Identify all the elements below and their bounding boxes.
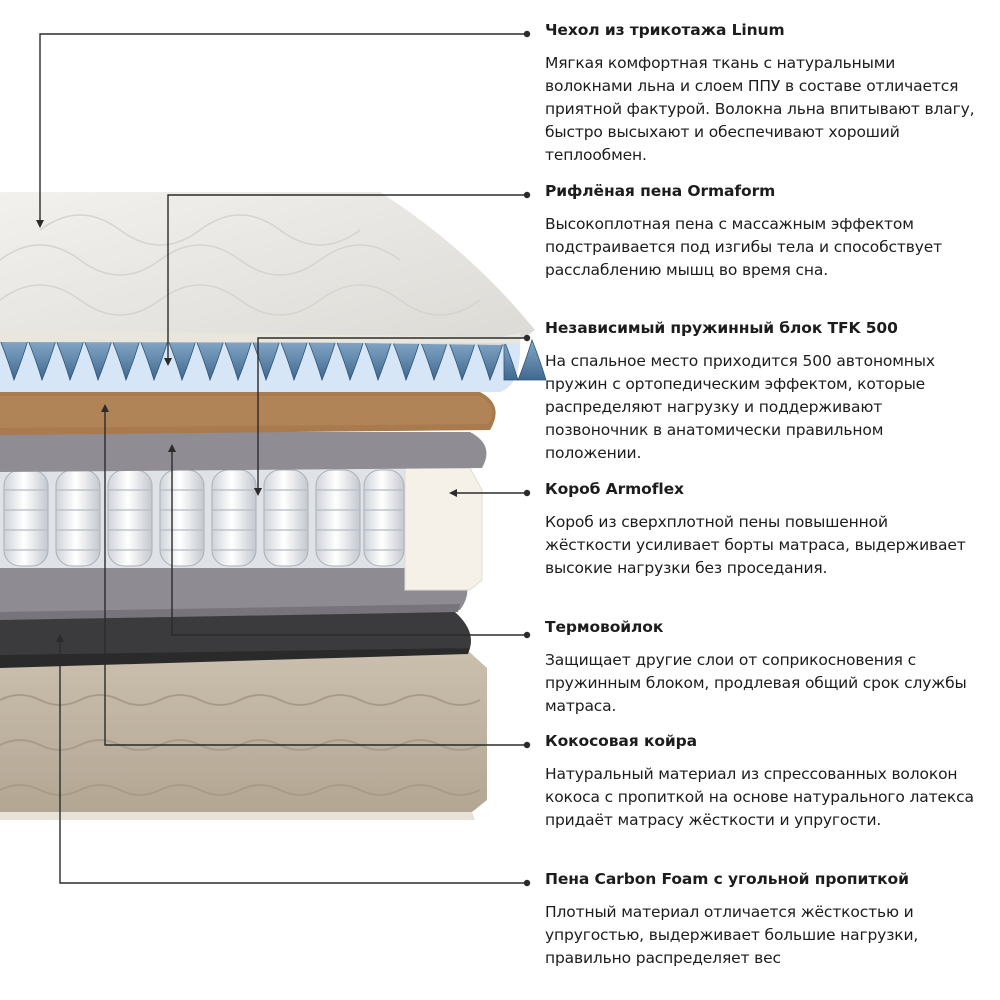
section-title: Короб Armoflex bbox=[545, 480, 684, 498]
spring-block-layer bbox=[0, 467, 483, 591]
section-title: Рифлёная пена Ormaform bbox=[545, 182, 776, 200]
section-description: Короб из сверхплотной пены повышенной жё… bbox=[545, 513, 966, 577]
section-title: Кокосовая койра bbox=[545, 732, 698, 750]
leader-line-thermo-felt bbox=[171, 450, 527, 636]
section-description: Плотный материал отличается жёсткостью и… bbox=[545, 903, 919, 967]
wave-foam-layer bbox=[0, 338, 547, 392]
section-spring-block: Независимый пружинный блок TFK 500 На сп… bbox=[545, 318, 975, 465]
section-wave-foam: Рифлёная пена Ormaform Высокоплотная пен… bbox=[545, 181, 975, 282]
section-carbon-foam: Пена Carbon Foam с угольной пропиткой Пл… bbox=[545, 869, 975, 970]
section-description: Натуральный материал из спрессованных во… bbox=[545, 765, 974, 829]
section-cover: Чехол из трикотажа Linum Мягкая комфортн… bbox=[545, 20, 975, 167]
thermo-felt-bottom-layer bbox=[0, 568, 468, 620]
leader-line-wave-foam bbox=[167, 194, 527, 360]
section-title: Чехол из трикотажа Linum bbox=[545, 21, 785, 39]
base-layer bbox=[0, 648, 487, 820]
section-description: Высокоплотная пена с массажным эффектом … bbox=[545, 215, 943, 279]
section-description: На спальное место приходится 500 автоном… bbox=[545, 352, 935, 462]
section-armoflex: Короб Armoflex Короб из сверхплотной пен… bbox=[545, 479, 975, 580]
section-description: Мягкая комфортная ткань с натуральными в… bbox=[545, 54, 975, 164]
leader-line-coconut-coir bbox=[104, 410, 527, 746]
coconut-coir-layer bbox=[0, 392, 496, 435]
thermo-felt-top-layer bbox=[0, 432, 487, 472]
leader-line-carbon-foam bbox=[59, 640, 527, 884]
section-description: Защищает другие слои от соприкосновения … bbox=[545, 651, 967, 715]
cover-layer bbox=[0, 192, 535, 345]
leader-lines bbox=[39, 33, 527, 884]
leader-line-cover bbox=[39, 33, 527, 222]
section-title: Независимый пружинный блок TFK 500 bbox=[545, 319, 898, 337]
section-title: Пена Carbon Foam с угольной пропиткой bbox=[545, 870, 909, 888]
section-thermo-felt: Термовойлок Защищает другие слои от сопр… bbox=[545, 617, 975, 718]
section-coconut-coir: Кокосовая койра Натуральный материал из … bbox=[545, 731, 975, 832]
leader-markers bbox=[36, 30, 531, 887]
carbon-foam-layer bbox=[0, 612, 471, 668]
leader-line-spring-block bbox=[257, 337, 527, 490]
section-title: Термовойлок bbox=[545, 618, 664, 636]
